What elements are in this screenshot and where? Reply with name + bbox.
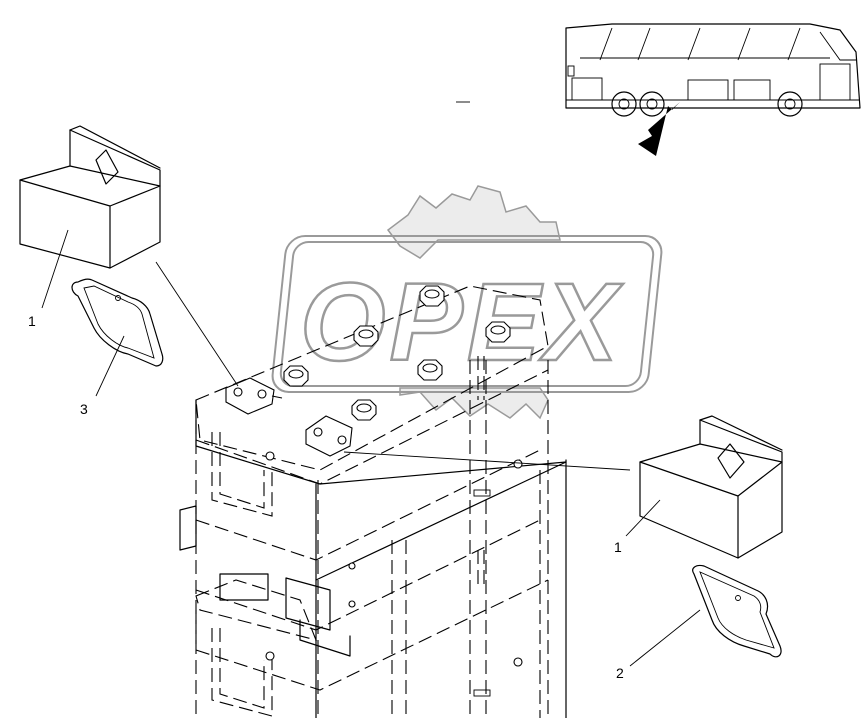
callout-1-right: 1: [614, 539, 622, 555]
terminal-cover-left: [19, 125, 161, 269]
callout-2-right: 2: [616, 665, 624, 681]
leader-lines: [41, 229, 701, 667]
vent-cap-icon: [353, 325, 379, 347]
gear-lower: [399, 387, 549, 420]
vent-cap-icon: [351, 399, 377, 421]
gasket-left: [71, 278, 164, 367]
battery-stack: [179, 285, 567, 718]
vent-cap-icon: [419, 285, 445, 307]
callout-3-left: 3: [80, 401, 88, 417]
vent-cap-icon: [417, 359, 443, 381]
gasket-right: [692, 564, 782, 658]
bus-icon: [565, 23, 861, 117]
vent-cap-icon: [283, 365, 309, 387]
watermark-frame-inner: [279, 241, 655, 387]
callout-1-left: 1: [28, 313, 36, 329]
watermark: OPEX: [271, 185, 663, 420]
watermark-frame: [271, 235, 663, 393]
arrow-icon: [638, 102, 680, 156]
terminal-left: [225, 377, 283, 415]
vent-caps: [283, 285, 511, 421]
terminal-right: [305, 415, 353, 457]
vent-cap-icon: [485, 321, 511, 343]
watermark-text: OPEX: [300, 261, 623, 384]
terminal-cover-right: [639, 415, 783, 559]
gear-icon: [386, 185, 561, 259]
